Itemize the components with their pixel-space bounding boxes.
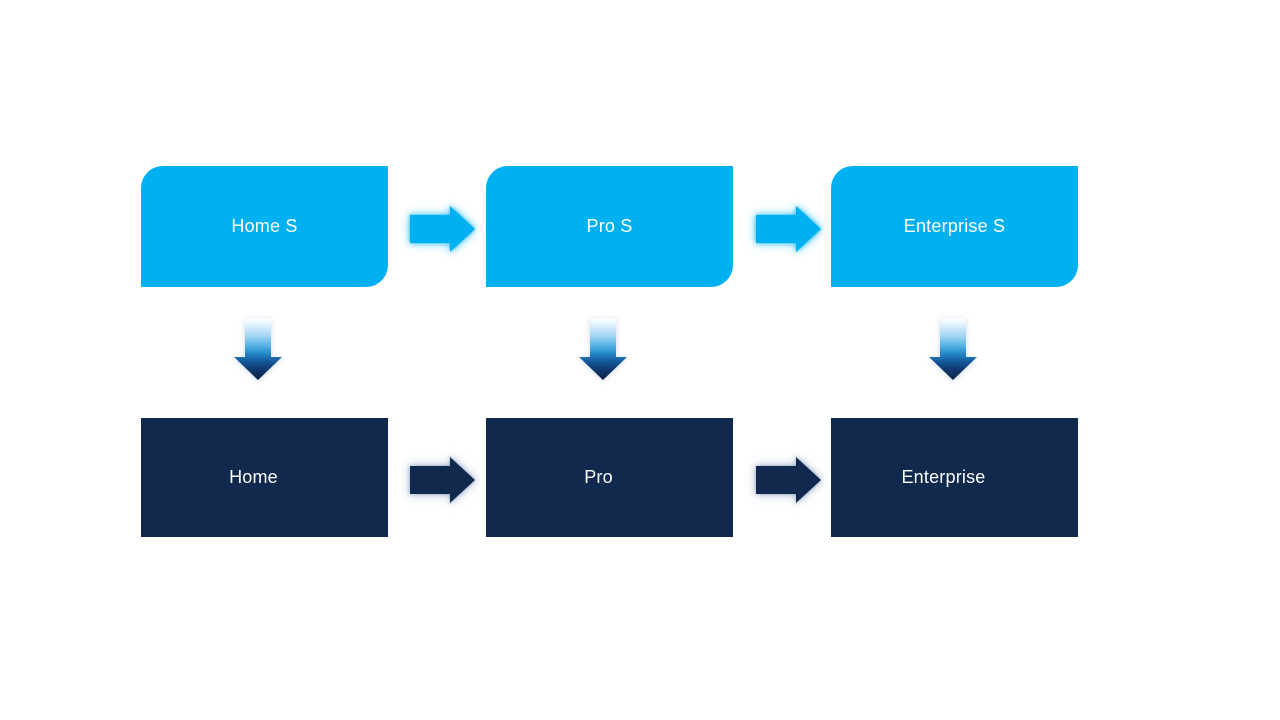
right-arrow-icon [410,457,475,503]
right-arrow-icon [756,457,821,503]
node-pro-s: Pro S [486,166,733,287]
right-arrow-icon [756,206,821,252]
node-enterprise: Enterprise [831,418,1078,537]
node-label: Enterprise [901,467,986,487]
node-enterprise-s: Enterprise S [831,166,1078,287]
node-label: Pro [584,467,613,487]
node-home-s: Home S [141,166,388,287]
right-arrow-shape [410,206,475,252]
right-arrow-shape [756,457,821,503]
down-arrow-shape [929,318,977,380]
right-arrow-shape [410,457,475,503]
node-label: Enterprise S [903,216,1006,236]
node-label: Home [229,467,278,487]
right-arrow-shape [756,206,821,252]
node-label: Home S [231,216,298,236]
node-label: Pro S [586,216,633,236]
down-arrow-icon [929,318,977,380]
down-arrow-shape [579,318,627,380]
down-arrow-shape [234,318,282,380]
down-arrow-icon [579,318,627,380]
node-pro: Pro [486,418,733,537]
down-arrow-icon [234,318,282,380]
node-home: Home [141,418,388,537]
right-arrow-icon [410,206,475,252]
